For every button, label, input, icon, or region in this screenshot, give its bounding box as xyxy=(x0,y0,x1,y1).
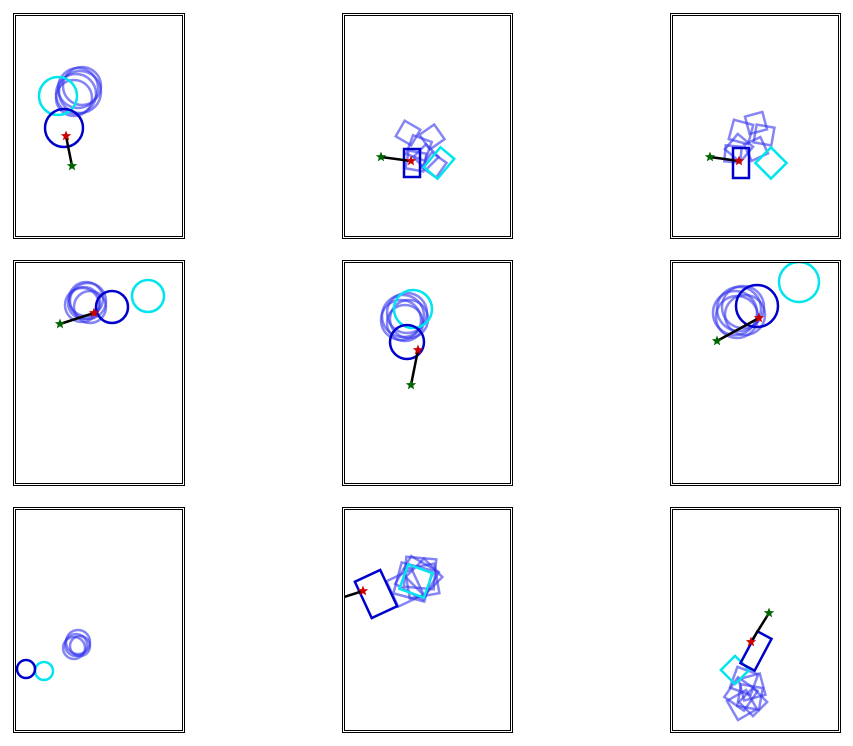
current-square xyxy=(353,568,399,620)
history-square xyxy=(737,686,769,718)
goal-circle xyxy=(130,278,166,314)
current-square xyxy=(738,629,774,673)
start-star-icon xyxy=(375,151,387,162)
panel-4 xyxy=(13,260,185,486)
start-star-icon xyxy=(54,318,66,329)
path-line xyxy=(709,155,740,163)
path-line xyxy=(345,589,364,599)
current-circle xyxy=(16,658,37,680)
start-star-icon xyxy=(711,335,723,346)
panel-1-canvas xyxy=(37,65,103,171)
panel-2 xyxy=(342,13,513,239)
panel-3-canvas xyxy=(704,110,789,181)
goal-circle xyxy=(33,660,55,682)
history-square xyxy=(743,110,769,136)
path-line xyxy=(716,316,760,343)
current-circle xyxy=(388,323,426,361)
panel-2-canvas xyxy=(375,118,457,181)
goal-square xyxy=(421,145,457,181)
history-square xyxy=(417,122,447,152)
end-star-icon xyxy=(88,307,100,318)
history-square xyxy=(736,671,768,703)
end-star-icon xyxy=(412,344,424,355)
path-line xyxy=(380,155,412,163)
history-square xyxy=(393,118,423,148)
history-circle xyxy=(385,303,425,343)
end-star-icon xyxy=(753,312,765,323)
current-circle xyxy=(43,107,85,149)
panel-4-canvas xyxy=(54,278,166,329)
start-star-icon xyxy=(763,607,775,618)
end-star-icon xyxy=(60,130,72,141)
goal-circle xyxy=(777,263,821,304)
current-circle xyxy=(734,283,780,329)
panel-5-canvas xyxy=(379,288,434,390)
panel-7 xyxy=(13,507,185,733)
panel-8-canvas xyxy=(345,554,445,620)
history-circle xyxy=(54,78,94,118)
goal-circle xyxy=(392,288,434,330)
start-star-icon xyxy=(405,379,417,390)
history-circle xyxy=(72,289,108,325)
start-star-icon xyxy=(704,151,716,162)
panel-1 xyxy=(13,13,185,239)
panel-5 xyxy=(342,260,513,486)
panel-9 xyxy=(670,507,841,733)
panel-9-canvas xyxy=(719,607,775,722)
history-square xyxy=(722,675,760,713)
history-circle xyxy=(61,65,103,107)
path-line xyxy=(409,349,420,386)
history-circle xyxy=(723,293,767,337)
panel-8 xyxy=(342,507,513,733)
current-circle xyxy=(94,289,130,325)
history-square xyxy=(404,133,434,163)
path-line xyxy=(749,612,771,643)
goal-circle xyxy=(37,75,79,117)
history-circle xyxy=(68,634,92,658)
path-line xyxy=(64,135,74,167)
end-star-icon xyxy=(405,155,417,166)
panel-7-canvas xyxy=(16,628,92,682)
panel-6-canvas xyxy=(711,263,821,346)
goal-square xyxy=(753,145,789,181)
end-star-icon xyxy=(745,636,757,647)
history-square xyxy=(725,688,759,722)
current-square xyxy=(731,146,751,180)
start-star-icon xyxy=(66,160,78,171)
path-line xyxy=(59,311,95,326)
end-star-icon xyxy=(357,585,369,596)
panel-3 xyxy=(670,13,841,239)
end-star-icon xyxy=(733,155,745,166)
goal-square xyxy=(397,562,435,600)
panel-6 xyxy=(670,260,841,486)
current-square xyxy=(402,147,422,179)
